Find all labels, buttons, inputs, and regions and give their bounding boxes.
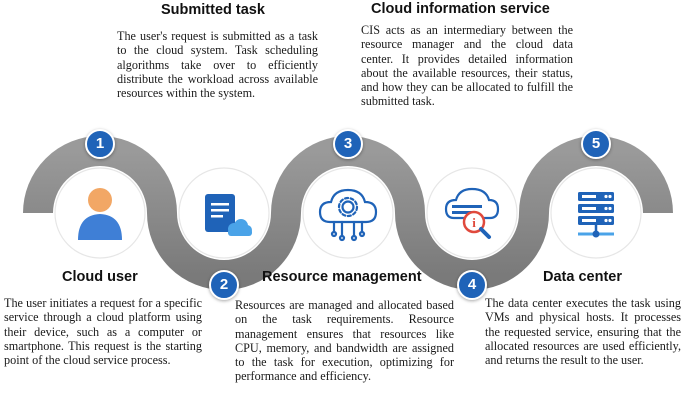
user-icon — [78, 188, 122, 240]
cloud-document-icon — [205, 194, 252, 236]
step-5-title: Data center — [543, 269, 622, 285]
step-4-description: CIS acts as an intermediary between the … — [361, 23, 573, 109]
step-3-title: Resource management — [262, 269, 422, 285]
step-3-badge: 3 — [333, 129, 363, 159]
step-2-title: Submitted task — [161, 2, 265, 18]
cloud-gear-circuit-icon — [318, 188, 378, 242]
server-rack-icon — [578, 192, 614, 238]
step-1-badge: 1 — [85, 129, 115, 159]
step-1-title: Cloud user — [62, 269, 138, 285]
step-2-badge: 2 — [209, 270, 239, 300]
svg-text:i: i — [472, 215, 476, 230]
step-4-title: Cloud information service — [371, 1, 550, 17]
step-3-description: Resources are managed and allocated base… — [235, 298, 454, 384]
step-2-description: The user's request is submitted as a tas… — [117, 29, 318, 101]
step-5-description: The data center executes the task using … — [485, 296, 681, 368]
step-5-badge: 5 — [581, 129, 611, 159]
step-1-description: The user initiates a request for a speci… — [4, 296, 202, 368]
step-4-badge: 4 — [457, 270, 487, 300]
cloud-info-search-icon: i — [444, 187, 500, 239]
